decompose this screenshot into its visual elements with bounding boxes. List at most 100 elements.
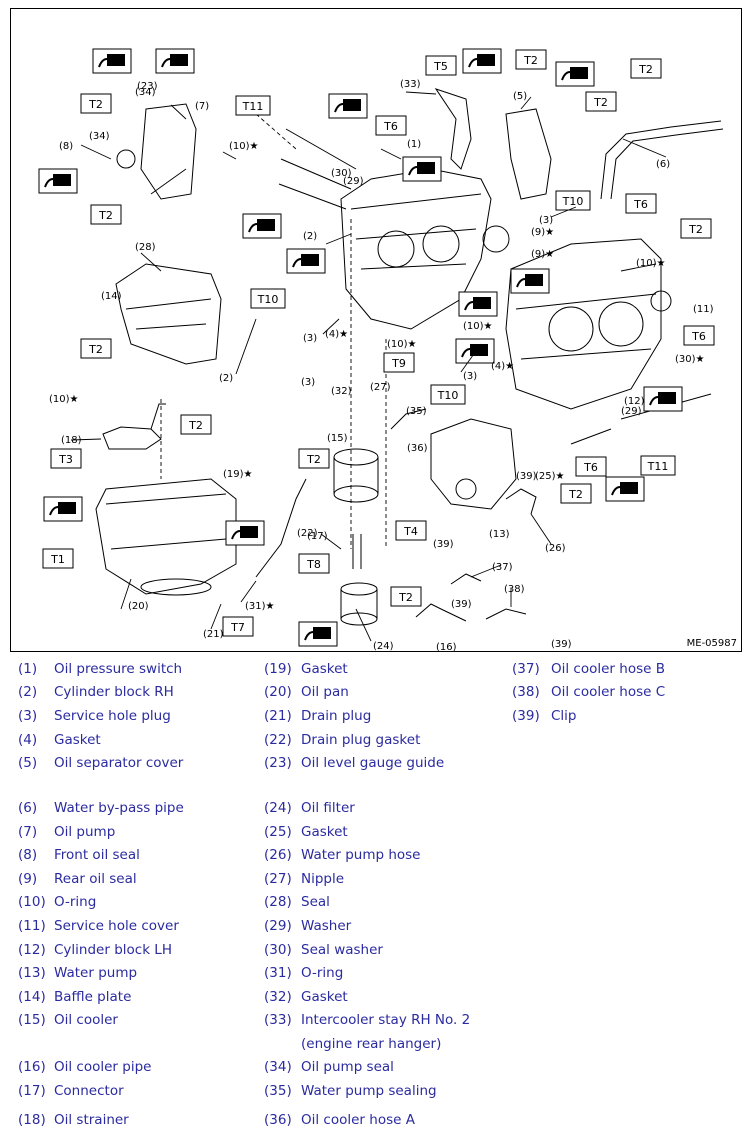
torque-box-label: T4 [403, 525, 418, 538]
leader-line [170, 104, 187, 120]
legend-text: Oil cooler hose A [301, 1112, 415, 1128]
part-callout: (36) [407, 443, 428, 454]
torque-box [640, 455, 676, 476]
torque-box-label: T2 [88, 343, 103, 356]
lubricant-icon [462, 48, 502, 74]
baffle-plate [115, 263, 222, 365]
legend-item: (20)Oil pan [264, 683, 349, 701]
part-callout: (28) [135, 242, 156, 253]
torque-box [683, 325, 715, 346]
part-callout: (19)★ [223, 469, 253, 480]
torque-box [383, 352, 415, 373]
part-callout: (1) [407, 139, 421, 150]
legend-text: Water pump sealing [301, 1083, 437, 1099]
cylinder-bore [422, 225, 460, 263]
legend-number: (18) [18, 1112, 46, 1128]
lubricant-icon [38, 168, 78, 194]
oil-cooler-top [333, 448, 379, 466]
water-bypass-pipe [600, 120, 722, 200]
legend-item: (36) Oil cooler hose A [264, 1111, 415, 1129]
part-callout: (17) [307, 531, 328, 542]
lubricant-icon [43, 496, 83, 522]
part-callout: (30)★ [675, 354, 705, 365]
torque-box-label: T2 [98, 209, 113, 222]
part-callout: (26) [545, 543, 566, 554]
oil-pan-detail [105, 493, 227, 550]
cylinder-bore [598, 301, 644, 347]
legend-text: Baffle plate [54, 989, 132, 1005]
part-callout: (31)★ [245, 601, 275, 612]
oil-cooler-body [333, 457, 379, 494]
legend-number: (4) [18, 732, 38, 748]
legend-item: (25)Gasket [264, 823, 348, 841]
legend-item: (23)Oil level gauge guide [264, 754, 444, 772]
leader-line [520, 96, 532, 110]
torque-box [180, 414, 212, 435]
lubricant-icon [458, 291, 498, 317]
legend-number: (36) [264, 1112, 292, 1128]
torque-box-label: T1 [50, 553, 65, 566]
lubricant-icon-body [473, 297, 491, 309]
oil-level-gauge-guide [255, 478, 307, 578]
part-callout: (2) [219, 373, 233, 384]
leader-line [620, 263, 657, 272]
lubricant-icon-spout [44, 178, 54, 188]
legend-text: Connector [54, 1083, 124, 1099]
leader-line [530, 513, 552, 545]
legend-number: (12) [18, 942, 46, 958]
rear-oil-seal [482, 225, 510, 253]
legend-item: (30)Seal washer [264, 941, 383, 959]
legend-text: Oil pump [54, 824, 116, 840]
torque-box-label: T6 [383, 120, 398, 133]
part-callout: (20) [128, 601, 149, 612]
lubricant-icon [510, 268, 550, 294]
part-callout: (11) [693, 304, 714, 315]
lubricant-icon [242, 213, 282, 239]
part-callout: (24) [373, 641, 394, 651]
oil-cooler-bottom [333, 485, 379, 503]
lubricant-icon-spout [292, 258, 302, 268]
legend-number: (6) [18, 800, 38, 816]
part-callout: (21) [203, 629, 224, 640]
oil-cooler-pipe [415, 603, 467, 622]
lubricant-icon [555, 61, 595, 87]
lubricant-icon [328, 93, 368, 119]
lubricant-icon-body [170, 54, 188, 66]
legend-item: (28)Seal [264, 893, 330, 911]
legend-number: (13) [18, 965, 46, 981]
cylinder-bore [548, 306, 594, 352]
legend-item: (16)Oil cooler pipe [18, 1058, 151, 1076]
torque-box [298, 448, 330, 469]
oil-filter-body [340, 589, 378, 619]
legend-number: (24) [264, 800, 292, 816]
legend-number: (29) [264, 918, 292, 934]
legend-number: (9) [18, 871, 38, 887]
legend-text: Gasket [54, 732, 101, 748]
legend-item: (26)Water pump hose [264, 846, 421, 864]
part-callout: (37) [492, 562, 513, 573]
part-callout: (34) [135, 87, 156, 98]
part-callout: (9)★ [531, 249, 554, 260]
legend-number: (32) [264, 989, 292, 1005]
legend-text: Clip [551, 708, 577, 724]
connector [352, 534, 362, 569]
leader-line [120, 578, 132, 610]
parts-legend: (1)Oil pressure switch(2)Cylinder block … [0, 655, 752, 1136]
legend-text: Oil cooler pipe [54, 1059, 152, 1075]
legend-number: (15) [18, 1012, 46, 1028]
part-callout: (12) [624, 396, 645, 407]
leader-line [325, 233, 352, 245]
water-pump-inlet [455, 478, 477, 500]
cylinder-block-rh-detail [350, 193, 482, 270]
legend-text: Water pump hose [301, 847, 421, 863]
lubricant-icon-body [343, 99, 361, 111]
lubricant-icon-body [257, 219, 275, 231]
legend-item: (8)Front oil seal [18, 846, 140, 864]
part-callout: (13) [489, 529, 510, 540]
part-callout: (18) [61, 435, 82, 446]
torque-box [395, 520, 427, 541]
part-callout: (10)★ [387, 339, 417, 350]
legend-item: (7)Oil pump [18, 823, 115, 841]
legend-number: (5) [18, 755, 38, 771]
